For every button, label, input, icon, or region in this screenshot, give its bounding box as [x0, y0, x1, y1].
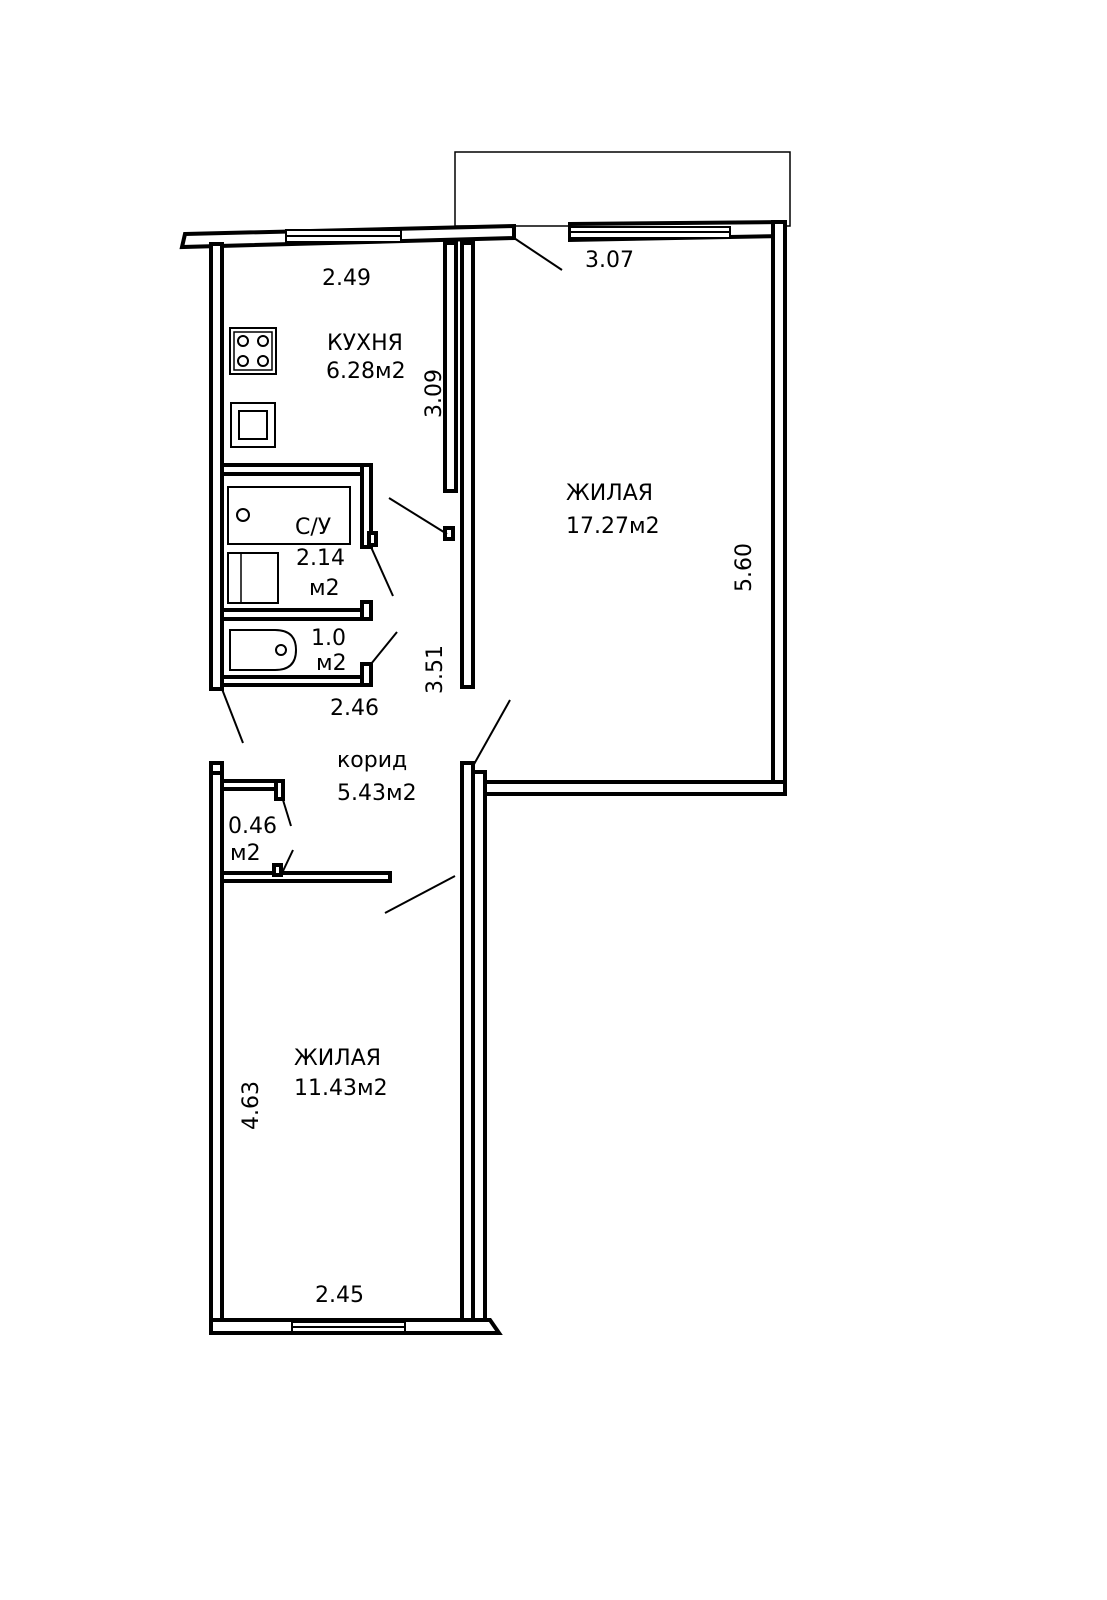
toilet-right-wall	[360, 600, 373, 621]
living-door	[472, 699, 511, 767]
bathroom-area-value: 2.14	[296, 546, 345, 571]
toilet-icon	[229, 629, 298, 671]
small-room-door	[384, 875, 456, 914]
kitchen-name: КУХНЯ	[327, 331, 403, 356]
closet-top-wall	[220, 779, 284, 791]
living-small-width: 2.45	[315, 1283, 364, 1308]
bathroom-top-wall	[220, 463, 371, 476]
bathroom-area-unit: м2	[309, 576, 340, 601]
living-small-area: 11.43м2	[294, 1076, 388, 1101]
living-large-area: 17.27м2	[566, 514, 660, 539]
kitchen-sink-icon	[230, 402, 276, 448]
corridor-area: 5.43м2	[337, 781, 417, 806]
closet-notch	[272, 863, 283, 877]
left-wall-lower	[209, 761, 224, 1334]
balcony-door	[513, 237, 563, 271]
closet-door	[282, 799, 292, 827]
living-small-length: 4.63	[239, 1081, 264, 1130]
closet-area-unit: м2	[230, 841, 261, 866]
corridor-right-inner	[471, 770, 487, 1334]
toilet-area-unit: м2	[316, 651, 347, 676]
closet-door-2	[282, 849, 294, 872]
toilet-door	[370, 631, 398, 665]
washbasin-icon	[227, 552, 279, 604]
closet-area-value: 0.46	[228, 814, 277, 839]
living-bottom-wall	[472, 780, 787, 796]
closet-right-wall	[274, 779, 285, 801]
living-small-name: ЖИЛАЯ	[294, 1046, 381, 1071]
toilet-area-value: 1.0	[311, 626, 346, 651]
kitchen-area: 6.28м2	[326, 359, 406, 384]
bathroom-mid-wall	[220, 608, 371, 621]
bathroom-name: С/У	[295, 515, 332, 540]
corridor-name: корид	[337, 748, 407, 773]
bathroom-door	[370, 546, 394, 597]
living-large-width: 3.07	[585, 248, 634, 273]
corridor-living-partition	[460, 241, 475, 689]
kitchen-length: 3.09	[422, 369, 447, 418]
bathroom-right-wall	[360, 463, 373, 549]
corridor-length: 3.51	[423, 645, 448, 694]
toilet-bottom-wall	[220, 675, 371, 687]
entrance-door	[221, 688, 244, 744]
toilet-right-wall-low	[360, 662, 373, 687]
entrance-stub	[209, 761, 224, 775]
closet-bottom-wall	[220, 871, 392, 883]
balcony	[454, 151, 791, 227]
living-large-length: 5.60	[732, 543, 757, 592]
bathroom-right-notch	[367, 531, 378, 547]
living-right-wall	[771, 220, 787, 796]
kitchen-width: 2.49	[322, 266, 371, 291]
stove-icon	[229, 327, 277, 375]
bathtub-icon	[227, 486, 351, 545]
corridor-width: 2.46	[330, 696, 379, 721]
kitchen-door	[388, 497, 448, 535]
living-large-name: ЖИЛАЯ	[566, 481, 653, 506]
kitchen-living-partition	[443, 241, 458, 493]
